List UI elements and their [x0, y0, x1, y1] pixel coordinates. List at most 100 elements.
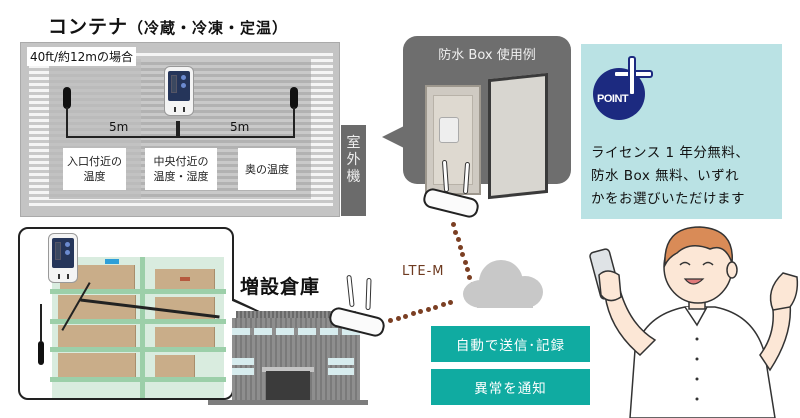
- lte-signal-dot: [451, 222, 456, 227]
- device-panel: [168, 71, 190, 101]
- window-strip: [232, 358, 254, 365]
- device-port: [174, 107, 176, 112]
- antenna-icon: [365, 277, 372, 311]
- sensor-device: [48, 233, 78, 283]
- person-right-arm: [759, 301, 792, 372]
- warehouse-roof: [236, 311, 356, 319]
- location-center-line1: 中央付近の: [153, 155, 209, 168]
- warehouse-door-frame: [262, 367, 314, 372]
- person-ear: [726, 261, 738, 279]
- cable-horizontal: [66, 136, 293, 138]
- lte-signal-dot: [448, 300, 453, 305]
- temperature-probe-right: [290, 87, 298, 109]
- anomaly-notify-label: 異常を通知: [474, 381, 547, 397]
- cargo-boxes: [155, 355, 195, 377]
- enclosure-module: [439, 117, 459, 143]
- cargo-boxes: [58, 353, 136, 377]
- outdoor-unit-char: 機: [346, 169, 361, 185]
- sensor-cable: [40, 304, 42, 342]
- rack-post: [140, 257, 145, 398]
- shirt-button: [695, 397, 699, 401]
- person-shirt: [629, 306, 776, 418]
- shirt-button: [695, 337, 699, 341]
- point-description: ライセンス 1 年分無料、 防水 Box 無料、いずれ かをお選びいただけます: [591, 142, 781, 211]
- lte-signal-dot: [388, 318, 393, 323]
- lte-signal-dot: [425, 306, 431, 312]
- container-diagram: 40ft/約12mの場合 5m 5m 入口付近の 温度 中央付近の 温度・湿度 …: [20, 42, 340, 217]
- waterproof-enclosure: [425, 85, 481, 195]
- device-display: [171, 75, 177, 93]
- device-port: [67, 274, 69, 279]
- device-port: [58, 274, 60, 279]
- lte-signal-dot: [460, 252, 466, 258]
- rack-label: [105, 259, 119, 264]
- lte-signal-dot: [462, 259, 468, 265]
- rack-label: [180, 277, 190, 281]
- cable-left-vertical: [66, 107, 68, 137]
- device-button-icon: [65, 242, 70, 247]
- warehouse-bubble: [18, 227, 234, 400]
- outdoor-unit-char: 室: [346, 135, 361, 151]
- window-strip: [232, 368, 254, 375]
- lte-signal-dot: [467, 274, 473, 280]
- lte-signal-dot: [458, 244, 463, 250]
- cable-length-left: 5m: [109, 120, 129, 134]
- container-title: コンテナ（冷蔵・冷凍・定温）: [48, 12, 288, 39]
- location-back: 奥の温度: [238, 148, 296, 190]
- person-hair: [664, 226, 733, 268]
- temperature-probe: [38, 341, 44, 365]
- auto-send-record-label: 自動で送信･記録: [455, 338, 566, 354]
- anomaly-notify-button[interactable]: 異常を通知: [431, 369, 590, 405]
- container-size-label: 40ft/約12mの場合: [27, 47, 136, 66]
- lte-signal-dot: [410, 311, 416, 317]
- window-strip: [328, 358, 354, 365]
- point-badge-label: POINT: [597, 93, 629, 105]
- person-left-hand: [598, 270, 622, 302]
- auto-send-record-button[interactable]: 自動で送信･記録: [431, 326, 590, 362]
- lte-signal-dot: [433, 304, 438, 310]
- person-eye: [702, 261, 714, 266]
- warehouse-title: 増設倉庫: [240, 276, 321, 298]
- location-center: 中央付近の 温度・湿度: [145, 148, 217, 190]
- device-port: [183, 107, 185, 112]
- location-entrance-line1: 入口付近の: [67, 155, 122, 168]
- lte-signal-dot: [465, 267, 470, 273]
- lte-signal-dot: [455, 237, 461, 243]
- lte-signal-dot: [440, 302, 446, 308]
- lte-signal-dot: [453, 229, 459, 235]
- point-line: ライセンス 1 年分無料、: [591, 145, 750, 161]
- outdoor-unit-char: 外: [346, 152, 361, 168]
- plus-icon-vertical: [628, 56, 636, 96]
- lte-signal-dot: [395, 315, 401, 321]
- person-right-hand: [769, 272, 799, 311]
- rack-shelf: [50, 319, 226, 324]
- device-display: [55, 242, 61, 260]
- shirt-button: [695, 357, 699, 361]
- outdoor-unit: 室 外 機: [341, 125, 366, 216]
- device-button-icon: [181, 83, 186, 88]
- device-panel: [52, 238, 74, 268]
- antenna-icon: [346, 274, 355, 308]
- cable-center-vertical: [176, 121, 180, 137]
- location-entrance: 入口付近の 温度: [63, 148, 126, 190]
- cable-length-right: 5m: [230, 120, 250, 134]
- container-title-sub: （冷蔵・冷凍・定温）: [128, 19, 289, 37]
- enclosure-door: [488, 72, 548, 200]
- cloud-icon: [463, 258, 545, 308]
- lte-signal-dot: [418, 309, 423, 314]
- speech-bubble-pointer: [382, 125, 406, 149]
- lte-m-label: LTE-M: [402, 264, 445, 279]
- location-entrance-line2: 温度: [83, 170, 106, 183]
- person-collar: [684, 306, 708, 327]
- point-line: 防水 Box 無料、いずれ: [591, 168, 740, 184]
- lte-signal-dot: [403, 313, 408, 319]
- location-center-line2: 温度・湿度: [153, 170, 209, 183]
- ground-line: [208, 400, 368, 405]
- point-line: かをお選びいただけます: [591, 191, 745, 207]
- person-mouth: [683, 278, 705, 285]
- rack-shelf: [50, 377, 226, 382]
- shirt-button: [695, 377, 699, 381]
- temperature-probe-left: [63, 87, 71, 109]
- warehouse-door: [266, 371, 310, 405]
- sensor-device: [164, 66, 194, 116]
